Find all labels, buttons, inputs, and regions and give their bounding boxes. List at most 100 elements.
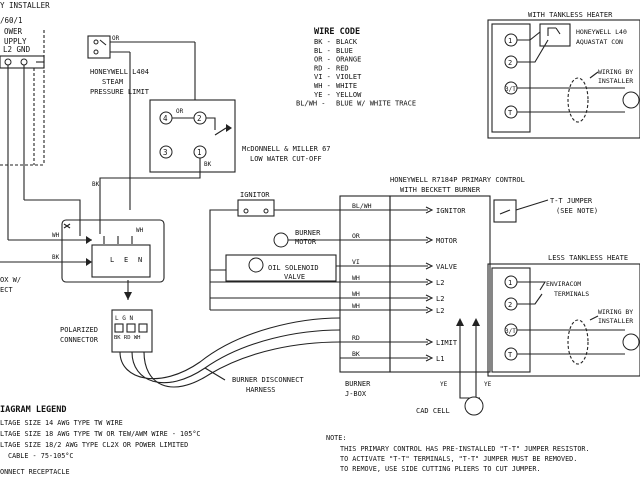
primary-control-line-2: WITH BECKETT BURNER bbox=[400, 186, 481, 194]
jbox-wire-bk-1: BK bbox=[52, 254, 60, 261]
with-terminal-3t: 3/T bbox=[505, 86, 516, 93]
receptacle-e: E bbox=[124, 256, 128, 264]
primary-control-line-1: HONEYWELL R7184P PRIMARY CONTROL bbox=[390, 176, 525, 184]
with-tankless-title: WITH TANKLESS HEATER bbox=[528, 11, 613, 19]
junction-box: L E N WH BK BK WH OX W/ ECT bbox=[0, 100, 165, 300]
valve-frame bbox=[225, 254, 337, 282]
jbox-wire-bk-2: BK bbox=[92, 181, 100, 188]
wire-code-color: BLUE bbox=[336, 47, 353, 55]
lwco-line-2: LOW WATER CUT-OFF bbox=[250, 155, 322, 163]
wire-code-abbr: BL - bbox=[314, 47, 331, 55]
lwco-terminal-4: 4 bbox=[163, 114, 168, 123]
steam-limit-line-2: STEAM bbox=[102, 78, 123, 86]
oil-valve-line-2: VALVE bbox=[284, 273, 305, 281]
wire-code-abbr: BL/WH - bbox=[296, 100, 326, 108]
control-terminal-label: MOTOR bbox=[436, 237, 458, 245]
lwco-line-1: McDONNELL & MILLER 67 bbox=[242, 145, 331, 153]
with-tankless-frame bbox=[487, 19, 640, 139]
wire-code-abbr: BK - bbox=[314, 38, 331, 46]
less-wiring-line-2: INSTALLER bbox=[598, 317, 633, 325]
wire-code-color: RED bbox=[336, 64, 349, 72]
steam-pressure-limit: OR HONEYWELL L404 STEAM PRESSURE LIMIT bbox=[87, 35, 196, 100]
low-water-cutoff: 4 2 3 1 BK OR McDONNELL & MILLER 67 LOW … bbox=[129, 99, 331, 210]
note-line-2: TO ACTIVATE "T-T" TERMINALS, "T-T" JUMPE… bbox=[340, 455, 577, 463]
tt-jumper-line-2: (SEE NOTE) bbox=[556, 207, 598, 215]
receptacle-n: N bbox=[138, 256, 142, 264]
note-line-3: TO REMOVE, USE SIDE CUTTING PLIERS TO CU… bbox=[340, 465, 541, 473]
polarized-connector: L G N BK RD WH POLARIZED CONNECTOR BURNE… bbox=[60, 309, 341, 394]
wire-code-color: BLUE W/ WHITE TRACE bbox=[336, 100, 416, 108]
gnd-terminal bbox=[20, 58, 28, 66]
wire-code-abbr: YE - bbox=[314, 91, 331, 99]
power-supply-line-2: /60/1 bbox=[0, 16, 23, 25]
less-tankless-terminal-block bbox=[491, 267, 531, 373]
control-terminal-label: LIMIT bbox=[436, 339, 458, 347]
connector-colors: BK RD WH bbox=[114, 335, 141, 341]
jbox-label-line-1: BURNER bbox=[345, 380, 371, 388]
cad-wire-ye-2: YE bbox=[484, 381, 492, 388]
legend-line-4: CABLE - 75-105°C bbox=[8, 452, 73, 460]
lwco-terminal-3: 3 bbox=[163, 148, 168, 157]
cad-cell-label: CAD CELL bbox=[416, 407, 450, 415]
enviracom-line-2: TERMINALS bbox=[554, 290, 589, 298]
control-wire-code: OR bbox=[352, 232, 360, 240]
legend-line-1: LTAGE SIZE 14 AWG TYPE TW WIRE bbox=[0, 419, 123, 427]
burner-motor bbox=[273, 232, 289, 248]
less-terminal-1: 1 bbox=[508, 279, 512, 287]
lwco-terminal-2: 2 bbox=[197, 114, 202, 123]
lwco-body bbox=[149, 99, 236, 173]
wire-code-color: BLACK bbox=[336, 38, 358, 46]
primary-control: HONEYWELL R7184P PRIMARY CONTROL WITH BE… bbox=[339, 176, 598, 416]
steam-wire-or: OR bbox=[112, 35, 120, 42]
less-wiring-line-1: WIRING BY bbox=[598, 308, 633, 316]
lwco-wire-bk: BK bbox=[204, 161, 212, 168]
jbox-wire-wh-1: WH bbox=[52, 232, 60, 239]
power-supply: Y INSTALLER /60/1 OWER UPPLY L2 GND bbox=[0, 1, 50, 240]
wire-code-abbr: OR - bbox=[314, 56, 331, 64]
polarized-line-1: POLARIZED bbox=[60, 326, 98, 334]
harness-line-2: HARNESS bbox=[246, 386, 276, 394]
control-terminal-label: L2 bbox=[436, 295, 444, 303]
tt-jumper-block bbox=[493, 199, 517, 223]
wire-code-color: VIOLET bbox=[336, 73, 362, 81]
with-tankless-heater: WITH TANKLESS HEATER HONEYWELL L40 AQUAS… bbox=[487, 11, 640, 139]
power-supply-line-4: UPPLY bbox=[4, 37, 27, 46]
lwco-terminal-1: 1 bbox=[197, 148, 202, 157]
less-terminal-2: 2 bbox=[508, 301, 512, 309]
junction-box-outline bbox=[61, 219, 165, 283]
ignitor-body bbox=[237, 199, 275, 217]
less-terminal-t: T bbox=[508, 351, 513, 359]
control-wire-code: BK bbox=[352, 350, 360, 358]
less-terminal-3t: 3/T bbox=[505, 328, 516, 335]
with-wiring-line-1: WIRING BY bbox=[598, 68, 633, 76]
l2-terminal bbox=[4, 58, 12, 66]
wire-code-abbr: WH - bbox=[314, 82, 331, 90]
wire-code-title: WIRE CODE bbox=[314, 27, 360, 37]
tt-jumper-line-1: T-T JUMPER bbox=[550, 197, 593, 205]
note-line-1: THIS PRIMARY CONTROL HAS PRE-INSTALLED "… bbox=[340, 445, 590, 453]
with-terminal-1: 1 bbox=[508, 37, 512, 45]
legend-title: IAGRAM LEGEND bbox=[0, 405, 67, 415]
jbox-label-2: ECT bbox=[0, 286, 13, 294]
jbox-wire-wh-2: WH bbox=[136, 227, 144, 234]
less-tankless-heater: LESS TANKLESS HEATE 1 2 3/T T ENVIRACOM … bbox=[487, 254, 640, 377]
aquastat-line-1: HONEYWELL L40 bbox=[576, 28, 627, 36]
steam-limit-line-1: HONEYWELL L404 bbox=[90, 68, 149, 76]
jbox-label-line-2: J-BOX bbox=[345, 390, 367, 398]
wire-code-abbr: VI - bbox=[314, 73, 331, 81]
note-title: NOTE: bbox=[326, 434, 346, 442]
enviracom-line-1: ENVIRACOM bbox=[546, 280, 581, 288]
wire-code-abbr: RD - bbox=[314, 64, 331, 72]
jumper-note: NOTE: THIS PRIMARY CONTROL HAS PRE-INSTA… bbox=[326, 434, 590, 473]
receptacle-l: L bbox=[110, 256, 114, 264]
legend-line-3: LTAGE SIZE 18/2 AWG TYPE CL2X OR POWER L… bbox=[0, 441, 188, 449]
harness-line-1: BURNER DISCONNECT bbox=[232, 376, 304, 384]
control-terminal-label: L2 bbox=[436, 279, 444, 287]
wire-code-color: YELLOW bbox=[336, 91, 362, 99]
ignitor-label: IGNITOR bbox=[240, 191, 270, 199]
control-terminal-label: VALVE bbox=[436, 263, 457, 271]
with-tankless-terminal-block bbox=[491, 23, 531, 133]
with-wiring-line-2: INSTALLER bbox=[598, 77, 633, 85]
burner-jbox bbox=[339, 195, 391, 373]
